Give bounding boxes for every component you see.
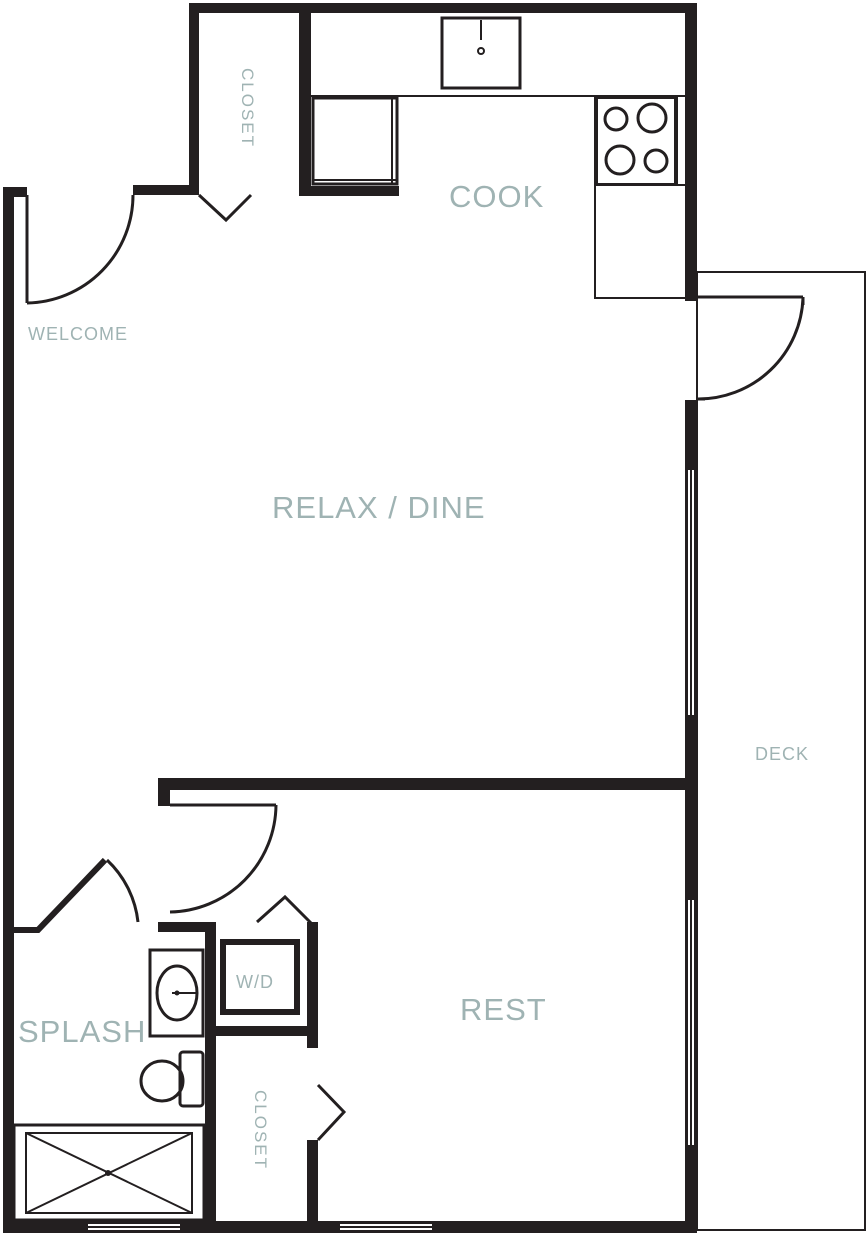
shower-icon xyxy=(12,1123,206,1222)
bathroom-fixtures xyxy=(12,948,206,1222)
rest-closet-door-icon xyxy=(316,1083,347,1142)
rest-label: REST xyxy=(460,992,547,1027)
entry-door-icon xyxy=(25,194,135,305)
toilet-icon xyxy=(139,1050,205,1108)
deck-outline xyxy=(696,271,866,1231)
interior-walls xyxy=(14,3,690,1227)
deck-door-icon xyxy=(696,295,805,401)
bath-door-icon xyxy=(105,858,140,923)
kitchen-fixtures xyxy=(311,16,685,299)
welcome-label: WELCOME xyxy=(28,324,128,344)
wd-door-icon xyxy=(256,894,315,927)
bathroom-sink-icon xyxy=(148,948,205,1038)
relax-dine-label: RELAX / DINE xyxy=(272,490,486,525)
deck-label: DECK xyxy=(755,744,809,764)
doors xyxy=(25,193,805,1142)
closet-door-icon xyxy=(197,193,253,223)
cook-label: COOK xyxy=(449,179,544,214)
wd-label: W/D xyxy=(236,972,274,992)
kitchen-sink-icon xyxy=(440,16,522,90)
washer-dryer-icon xyxy=(220,939,300,1015)
stove-icon xyxy=(596,97,678,185)
splash-label: SPLASH xyxy=(18,1014,146,1049)
windows xyxy=(88,470,694,1230)
closet-bottom-label: CLOSET xyxy=(251,1090,270,1170)
bedroom-door-icon xyxy=(169,803,278,914)
closet-top-label: CLOSET xyxy=(238,68,257,148)
refrigerator-icon xyxy=(311,96,399,186)
